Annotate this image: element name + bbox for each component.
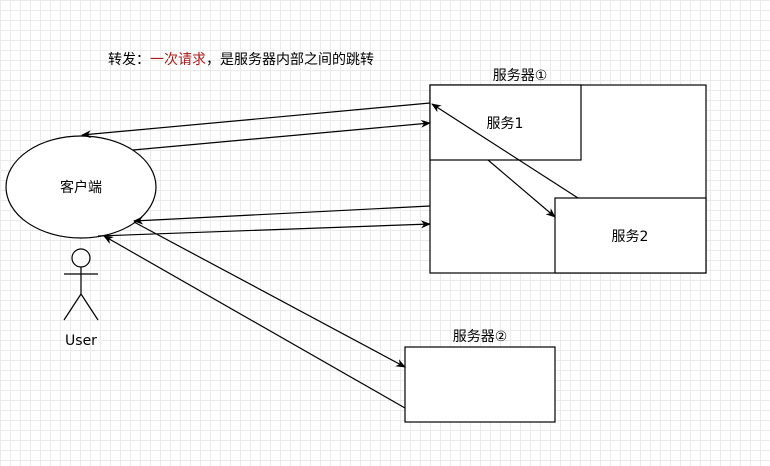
user-left-leg bbox=[63, 293, 82, 321]
client-label: 客户端 bbox=[60, 179, 102, 196]
user-right-leg bbox=[80, 293, 99, 321]
arrow-service1-to-service2 bbox=[487, 159, 556, 218]
caption-highlight: 一次请求 bbox=[150, 52, 206, 68]
caption-prefix: 转发： bbox=[108, 52, 150, 68]
arrow-server2-to-client bbox=[103, 235, 406, 409]
service2-label: 服务2 bbox=[612, 229, 649, 245]
server2-title: 服务器② bbox=[453, 329, 508, 345]
client-node[interactable]: 客户端 bbox=[5, 135, 157, 239]
server1-title: 服务器① bbox=[493, 68, 548, 84]
arrow-client-to-server2 bbox=[133, 221, 406, 368]
service2-box[interactable] bbox=[554, 197, 707, 274]
caption-suffix: ，是服务器内部之间的跳转 bbox=[206, 52, 374, 68]
arrow-client-to-server1-top bbox=[132, 119, 431, 151]
service1-label: 服务1 bbox=[487, 116, 524, 132]
client-ellipse[interactable] bbox=[5, 135, 157, 239]
arrow-client-to-server1-bottom bbox=[97, 220, 431, 237]
arrow-service2-to-service1 bbox=[431, 103, 579, 199]
user-head-icon bbox=[71, 248, 91, 268]
server2-box[interactable] bbox=[404, 346, 556, 423]
arrow-server1-to-client-top bbox=[81, 102, 431, 139]
caption-text: 转发：一次请求，是服务器内部之间的跳转 bbox=[108, 52, 374, 68]
user-actor[interactable] bbox=[63, 248, 99, 321]
arrow-server1-to-client-bottom bbox=[133, 205, 431, 225]
user-label: User bbox=[65, 333, 97, 349]
